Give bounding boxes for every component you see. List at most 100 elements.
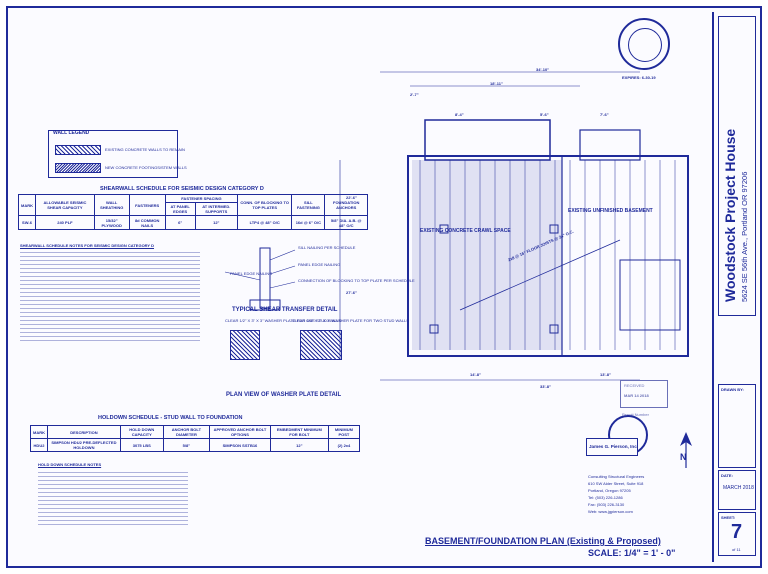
received-line3: Permit Number xyxy=(622,412,649,417)
detail-panel-edge: PANEL EDGE NAILING xyxy=(298,262,341,267)
col-panel-edges: AT PANEL EDGES xyxy=(164,202,196,216)
north-arrow-icon: N xyxy=(680,432,692,468)
cell-anchors: 5/8" DIA. A.B. @ 48" O/C xyxy=(324,215,368,230)
hd-cell-embedment: 12" xyxy=(269,438,329,452)
received-line2: MAR 14 2018 xyxy=(624,393,649,398)
date-label: DATE: xyxy=(721,473,733,478)
stamp-expires: EXPIRES: 6-30-19 xyxy=(622,75,656,80)
col-mark: MARK xyxy=(18,194,36,216)
engineer-stamp xyxy=(618,18,670,70)
washer-plate-a xyxy=(230,330,260,360)
dim-top-c: 8'-4" xyxy=(455,112,464,117)
shear-transfer-title: TYPICAL SHEAR TRANSFER DETAIL xyxy=(232,307,338,313)
project-title-box xyxy=(718,16,756,316)
hd-col-capacity: HOLD DOWN CAPACITY xyxy=(119,425,164,439)
drawing-sheet xyxy=(6,6,762,568)
shearwall-schedule-table: MARK ALLOWABLE SEISMIC SHEAR CAPACITY WA… xyxy=(18,194,368,230)
holdown-schedule-table: MARK DESCRIPTION HOLD DOWN CAPACITY ANCH… xyxy=(30,425,361,452)
detail-connection: CONNECTION OF BLOCKING TO TOP PLATE PER … xyxy=(298,278,415,283)
drawn-by-box: DRAWN BY: xyxy=(718,384,756,468)
hd-cell-options: SIMPSON SSTB16 xyxy=(209,438,271,452)
washer-plate-title: PLAN VIEW OF WASHER PLATE DETAIL xyxy=(226,392,342,398)
firm-line2: 610 SW Alder Street, Suite 918 xyxy=(588,481,644,486)
cell-sheathing: 15/32" PLYWOOD xyxy=(93,215,130,230)
shear-transfer-detail xyxy=(224,247,296,311)
hd-cell-bolt: 5/8" xyxy=(162,438,211,452)
drawing-scale: SCALE: 1/4" = 1' - 0" xyxy=(588,548,676,558)
cell-mark: SW-6 xyxy=(18,215,36,230)
received-line1: RECEIVED xyxy=(624,383,645,388)
dim-top-a: 18'-11" xyxy=(490,81,503,86)
legend-swatch-new xyxy=(55,163,101,173)
sheet-box: SHEET: 7 of 11 xyxy=(718,512,756,556)
dim-top-d: 5'-6" xyxy=(540,112,549,117)
wall-legend: WALL LEGEND EXISTING CONCRETE WALLS TO R… xyxy=(48,130,187,178)
shearwall-schedule-title: SHEARWALL SCHEDULE FOR SEISMIC DESIGN CA… xyxy=(100,186,264,192)
cell-capacity: 240 PLF xyxy=(35,215,95,230)
hd-cell-post: (2) 2x4 xyxy=(327,438,361,452)
firm-line5: Fax: (503) 226-3130 xyxy=(588,502,625,507)
engineer-stamp-inner xyxy=(628,28,662,62)
dim-bottom-b: 13'-8" xyxy=(600,372,611,377)
cell-fasteners: 8d COMMON NAILS xyxy=(128,215,166,230)
hd-col-embedment: EMBEDMENT MINIMUM FOR BOLT xyxy=(269,425,329,439)
project-address: 5624 SE 56th Ave., Portland OR 97206 xyxy=(740,171,749,302)
firm-line1: Consulting Structural Engineers xyxy=(588,474,645,479)
project-name: Woodstock Project House xyxy=(722,128,738,302)
title-block: Woodstock Project House 5624 SE 56th Ave… xyxy=(712,12,758,562)
holdown-schedule-title: HOLDOWN SCHEDULE - STUD WALL TO FOUNDATI… xyxy=(98,415,243,421)
dim-left-a: 22'-6" xyxy=(346,195,357,200)
hd-col-options: APPROVED ANCHOR BOLT OPTIONS xyxy=(209,425,271,439)
hd-col-bolt: ANCHOR BOLT DIAMETER xyxy=(162,425,211,439)
hd-cell-capacity: 3075 LBS xyxy=(119,438,164,452)
firm-line3: Portland, Oregon 97205 xyxy=(588,488,631,493)
firm-name: James G. Pierson, Inc. xyxy=(589,444,639,449)
shearwall-notes-title: SHEARWALL SCHEDULE NOTES FOR SEISMIC DES… xyxy=(20,243,155,248)
washer-label-a: CLEAR 1/2" X 3" X 3" WASHER PLATE FOR ON… xyxy=(225,318,342,323)
dim-bottom-a: 14'-8" xyxy=(470,372,481,377)
drawn-by-label: DRAWN BY: xyxy=(721,387,744,392)
detail-edge-nailing: PANEL EDGE NAILING xyxy=(230,271,273,276)
dim-bottom-overall: 33'-8" xyxy=(540,384,551,389)
col-fasteners: FASTENERS xyxy=(128,194,166,216)
hd-cell-mark: HDU2 xyxy=(30,438,48,452)
legend-item-existing: EXISTING CONCRETE WALLS TO REMAIN xyxy=(105,147,185,152)
date-box: DATE: MARCH 2018 xyxy=(718,470,756,510)
detail-sill-nailing: SILL NAILING PER SCHEDULE xyxy=(298,245,356,250)
dim-left-b: 27'-6" xyxy=(346,290,357,295)
holdown-notes-lines xyxy=(38,472,188,528)
washer-label-b: CLEAR 1/2" X 3" X 3" WASHER PLATE FOR TW… xyxy=(292,318,409,323)
firm-line4: Tel: (503) 226-1286 xyxy=(588,495,623,500)
firm-logo-box: James G. Pierson, Inc. xyxy=(586,438,638,456)
foundation-plan xyxy=(339,71,689,381)
cell-blocking: LTP4 @ 48" O/C xyxy=(237,215,293,230)
cell-sill: 16d @ 6" O/C xyxy=(291,215,326,230)
col-capacity: ALLOWABLE SEISMIC SHEAR CAPACITY xyxy=(35,194,95,216)
label-crawl-space: EXISTING CONCRETE CRAWL SPACE xyxy=(420,228,511,234)
sheet-number: 7 xyxy=(731,521,743,543)
svg-text:N: N xyxy=(680,452,687,462)
legend-swatch-existing xyxy=(55,145,101,155)
hd-cell-description: SIMPSON HDU2 PRE-DEFLECTED HOLDOWN xyxy=(47,438,121,452)
holdown-notes-title: HOLD DOWN SCHEDULE NOTES xyxy=(38,462,102,467)
sheet-of: of 11 xyxy=(732,547,741,552)
hd-col-mark: MARK xyxy=(30,425,48,439)
date-value: MARCH 2018 xyxy=(723,485,754,491)
col-fastener-spacing: FASTENER SPACING xyxy=(164,194,239,203)
legend-item-new: NEW CONCRETE FOOTINGS/STEM WALLS xyxy=(105,165,187,170)
dim-top-overall: 34'-10" xyxy=(536,67,550,72)
received-stamp: RECEIVED MAR 14 2018 xyxy=(620,380,668,408)
sheet-label: SHEET: xyxy=(721,515,736,520)
col-intermed: AT INTERMED. SUPPORTS xyxy=(194,202,239,216)
cell-panel-edges: 6" xyxy=(164,215,196,230)
hd-col-post: MINIMUM POST xyxy=(327,425,361,439)
hd-col-description: DESCRIPTION xyxy=(47,425,121,439)
firm-line6: Web: www.jgpierson.com xyxy=(588,509,633,514)
dim-top-b: 2'-7" xyxy=(410,92,419,97)
wall-legend-title: WALL LEGEND xyxy=(53,130,90,136)
col-sheathing: WALL SHEATHING xyxy=(93,194,130,216)
dim-top-e: 7'-6" xyxy=(600,112,609,117)
label-basement: EXISTING UNFINISHED BASEMENT xyxy=(568,208,653,214)
shearwall-notes-lines xyxy=(20,252,200,342)
drawing-title: BASEMENT/FOUNDATION PLAN (Existing & Pro… xyxy=(425,536,661,546)
